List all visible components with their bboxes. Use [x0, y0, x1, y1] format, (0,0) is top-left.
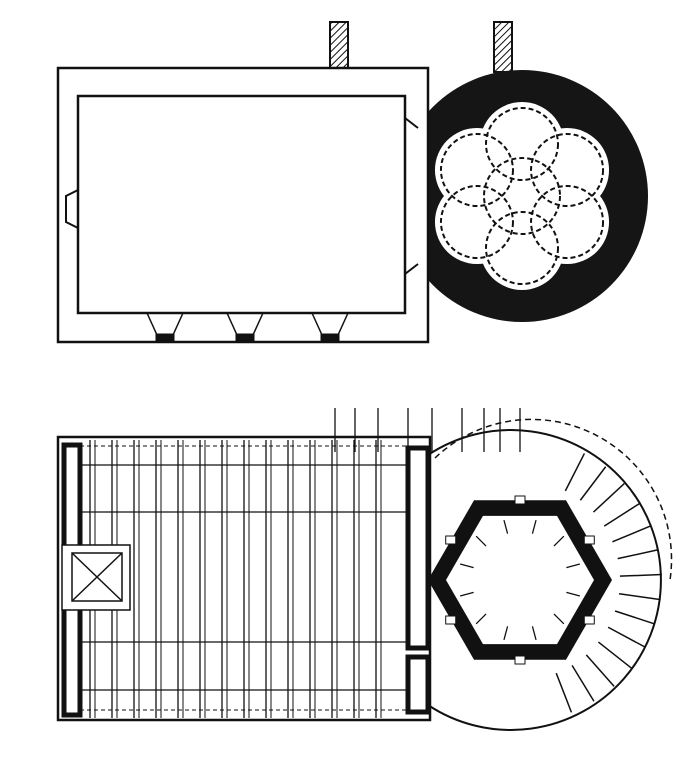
window-slot: [514, 655, 526, 665]
lower-floor-plan: [56, 408, 673, 731]
buttress-base: [320, 333, 340, 342]
window-slot: [583, 535, 595, 545]
stair-step: [607, 626, 646, 648]
rib: [566, 563, 581, 569]
chimney-left: [329, 21, 349, 69]
buttress-base: [235, 333, 255, 342]
right-wall-bar-top: [405, 445, 431, 651]
buttresses: [146, 312, 349, 342]
window-slot: [445, 535, 457, 545]
window-slot: [445, 615, 457, 625]
upper-floor-plan: [56, 21, 648, 344]
stair-step: [614, 610, 656, 625]
top-posts: [334, 408, 521, 452]
inner-wall: [76, 94, 407, 315]
stair-step: [617, 548, 659, 560]
rib: [459, 563, 474, 569]
lobe-outline: [485, 211, 559, 285]
rib: [503, 626, 509, 641]
stair-step: [618, 593, 661, 601]
center-outline: [483, 157, 561, 235]
outer-wall: [56, 66, 430, 344]
rib: [459, 591, 474, 597]
hexagonal-room: [428, 495, 612, 665]
window-slot: [583, 615, 595, 625]
stair-step: [564, 453, 586, 492]
lobe-outline: [485, 107, 559, 181]
rib: [475, 535, 487, 547]
lobe-outline: [530, 185, 605, 259]
chimney-right: [493, 21, 513, 73]
window-slot: [514, 495, 526, 505]
lobe-outline: [530, 133, 605, 207]
stair-step: [592, 483, 625, 513]
stair-step: [579, 466, 607, 501]
lobe-outline: [439, 185, 514, 259]
entrance-niche: [65, 189, 79, 229]
rib: [553, 535, 565, 547]
stair-step: [612, 525, 652, 543]
rib: [553, 613, 565, 625]
stair-step: [603, 502, 641, 527]
rib: [475, 613, 487, 625]
hatch-opening: [61, 544, 131, 611]
lobe-outline: [439, 133, 514, 207]
lobed-vault: [404, 102, 610, 290]
stair-dashed-arc: [434, 418, 673, 581]
rib: [503, 519, 509, 534]
rib: [531, 519, 537, 534]
rib: [566, 591, 581, 597]
hex-floor: [446, 515, 594, 645]
tower-junction: [404, 117, 419, 275]
right-wall-bar-bottom: [405, 654, 431, 715]
stair-step: [585, 654, 615, 687]
stair-step: [619, 573, 662, 577]
rib: [531, 626, 537, 641]
buttress-base: [155, 333, 175, 342]
stair-step: [571, 664, 595, 702]
stair-step: [597, 641, 632, 669]
stair-step: [555, 672, 573, 713]
